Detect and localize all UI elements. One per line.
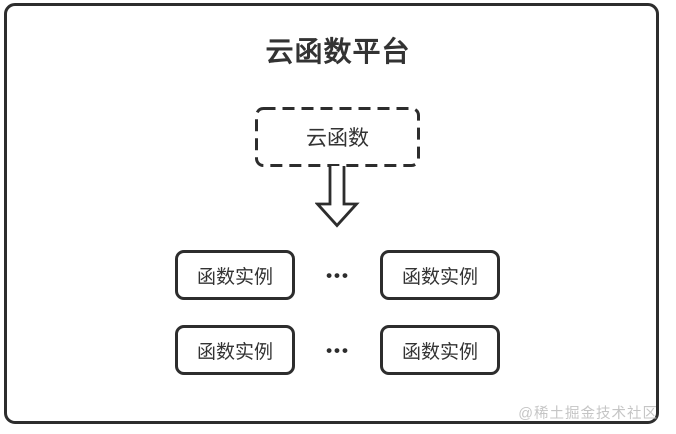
ellipsis-dots: ••• (326, 266, 350, 285)
dashed-border (255, 107, 420, 167)
watermark: @稀土掘金技术社区 (518, 406, 658, 422)
cloud-function-node: 云函数 (255, 107, 420, 167)
function-instance-label: 函数实例 (196, 341, 273, 363)
ellipsis-dots: ••• (326, 341, 350, 360)
function-instance-label: 函数实例 (401, 266, 478, 288)
function-instance-node: 函数实例 (175, 325, 295, 375)
down-arrow-icon (315, 166, 360, 228)
cloud-function-label: 云函数 (306, 127, 369, 150)
function-instance-node: 函数实例 (380, 250, 500, 300)
function-instance-label: 函数实例 (401, 341, 478, 363)
function-instance-node: 函数实例 (380, 325, 500, 375)
function-instance-node: 函数实例 (175, 250, 295, 300)
function-instance-label: 函数实例 (196, 266, 273, 288)
page-title: 云函数平台 (265, 36, 411, 67)
